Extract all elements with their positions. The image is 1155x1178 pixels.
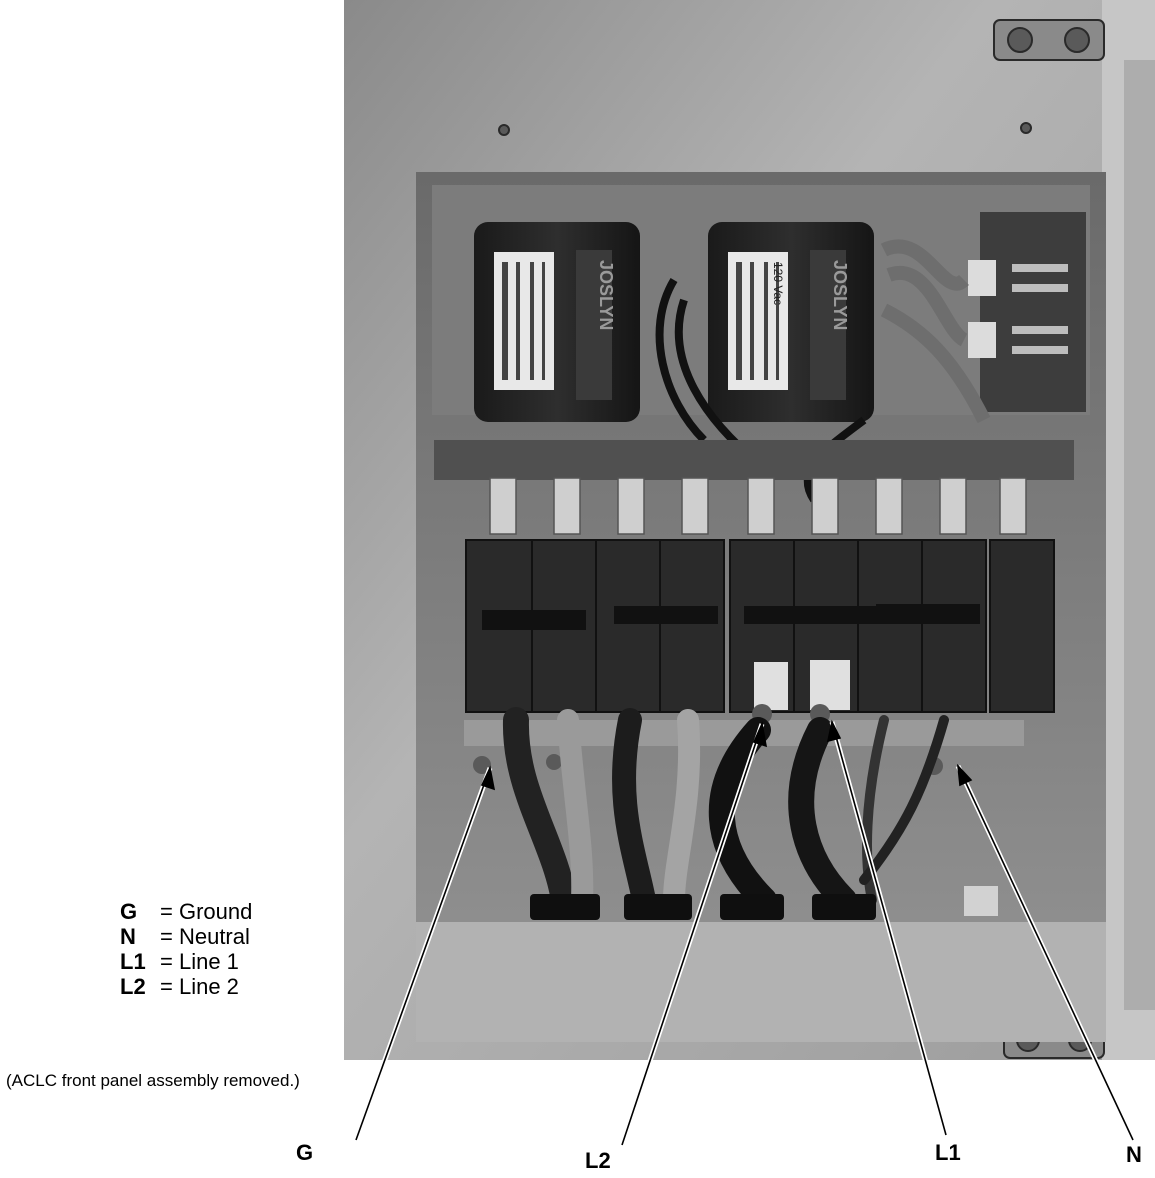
legend-key: G [120,899,138,924]
lower-plate [416,922,1106,1042]
legend-row-ground: G = Ground [120,899,252,924]
legend-value: = Line 2 [160,974,239,999]
legend-row-neutral: N = Neutral [120,924,252,949]
breakers [465,477,1055,713]
legend: G = Ground N = Neutral L1 = Line 1 L2 = … [120,899,252,999]
transformer-right [708,222,874,422]
legend-key: L2 [120,974,146,999]
caption-note: (ACLC front panel assembly removed.) [6,1071,300,1090]
breaker-shelf [434,440,1074,480]
legend-value: = Neutral [160,924,250,949]
circuit-board [880,212,1086,424]
callout-n: N [1126,1142,1142,1167]
callout-g: G [296,1140,314,1165]
legend-row-line2: L2 = Line 2 [120,974,252,999]
transformer-left [474,222,640,422]
callout-l2: L2 [585,1148,611,1173]
callout-l1: L1 [935,1140,961,1165]
legend-value: = Line 1 [160,949,239,974]
legend-value: = Ground [160,899,253,924]
legend-row-line1: L1 = Line 1 [120,949,252,974]
legend-key: N [120,924,136,949]
panel-photo [344,0,1155,1060]
legend-key: L1 [120,949,146,974]
